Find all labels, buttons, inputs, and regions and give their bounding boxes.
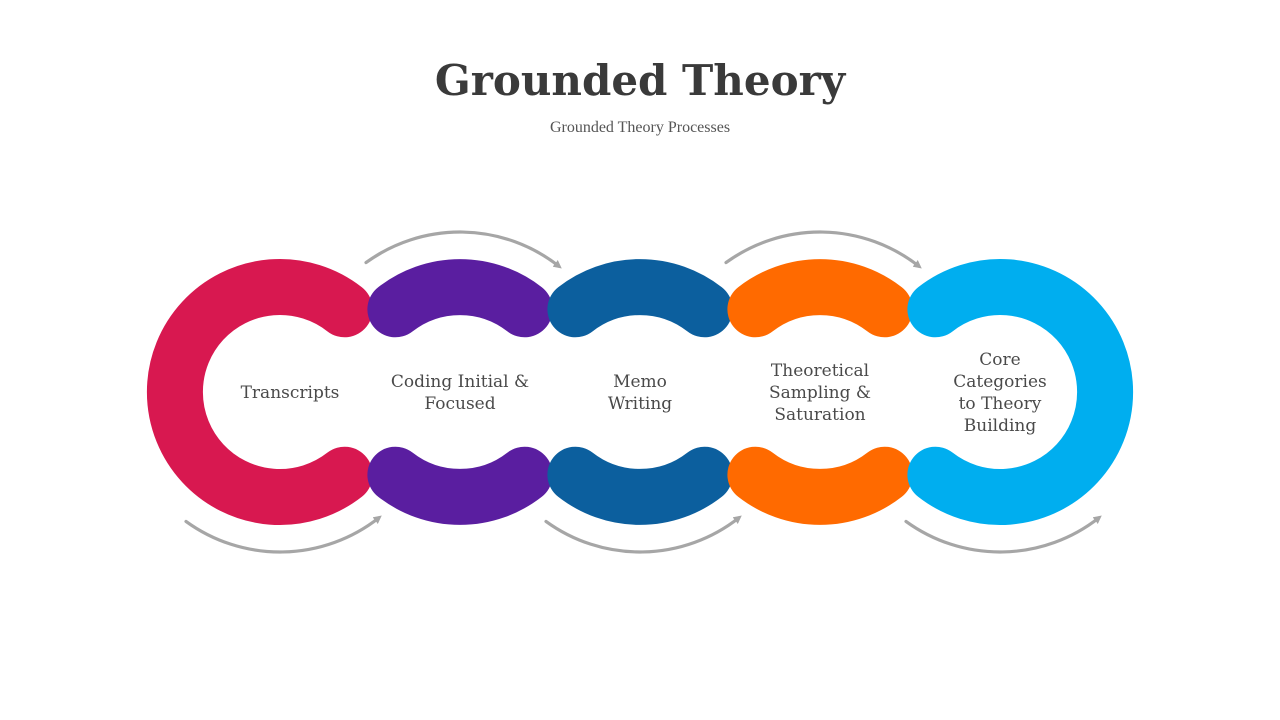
step-label-2-line-2: Focused bbox=[424, 394, 495, 414]
step-label-1: Transcripts bbox=[241, 383, 340, 403]
step-label-2-line-1: Coding Initial & bbox=[391, 372, 529, 392]
bottom-flow-arrow-1 bbox=[184, 515, 382, 554]
step-label-5-line-3: to Theory bbox=[959, 394, 1042, 414]
step-label-4-line-3: Saturation bbox=[774, 405, 865, 425]
ring-3-segment-2 bbox=[547, 446, 733, 525]
ring-5-segment-1 bbox=[907, 259, 1134, 525]
top-flow-arrow-4 bbox=[724, 230, 922, 269]
bottom-flow-arrow-3 bbox=[544, 515, 742, 554]
ring-2-segment-1 bbox=[367, 259, 553, 338]
step-label-5-line-1: Core bbox=[979, 350, 1020, 370]
step-label-4-line-1: Theoretical bbox=[771, 361, 869, 381]
step-label-5-line-2: Categories bbox=[953, 372, 1047, 392]
step-label-5-line-4: Building bbox=[964, 416, 1037, 436]
ring-3-segment-1 bbox=[547, 259, 733, 338]
bottom-flow-arrow-5 bbox=[904, 515, 1102, 554]
step-label-3-line-1: Memo bbox=[613, 372, 667, 392]
ring-4-segment-1 bbox=[727, 259, 913, 338]
step-label-4-line-2: Sampling & bbox=[769, 383, 871, 403]
rings-layer bbox=[146, 259, 1134, 525]
page-title: Grounded Theory bbox=[434, 56, 846, 105]
step-label-1-line-1: Transcripts bbox=[241, 383, 340, 403]
step-label-3-line-2: Writing bbox=[608, 394, 672, 414]
top-flow-arrow-2 bbox=[364, 230, 562, 269]
ring-2-segment-2 bbox=[367, 446, 553, 525]
ring-1-segment-1 bbox=[146, 259, 373, 525]
ring-4-segment-2 bbox=[727, 446, 913, 525]
page-subtitle: Grounded Theory Processes bbox=[549, 119, 731, 136]
arrows-layer bbox=[184, 230, 1102, 554]
step-label-2: Coding Initial &Focused bbox=[391, 372, 529, 414]
